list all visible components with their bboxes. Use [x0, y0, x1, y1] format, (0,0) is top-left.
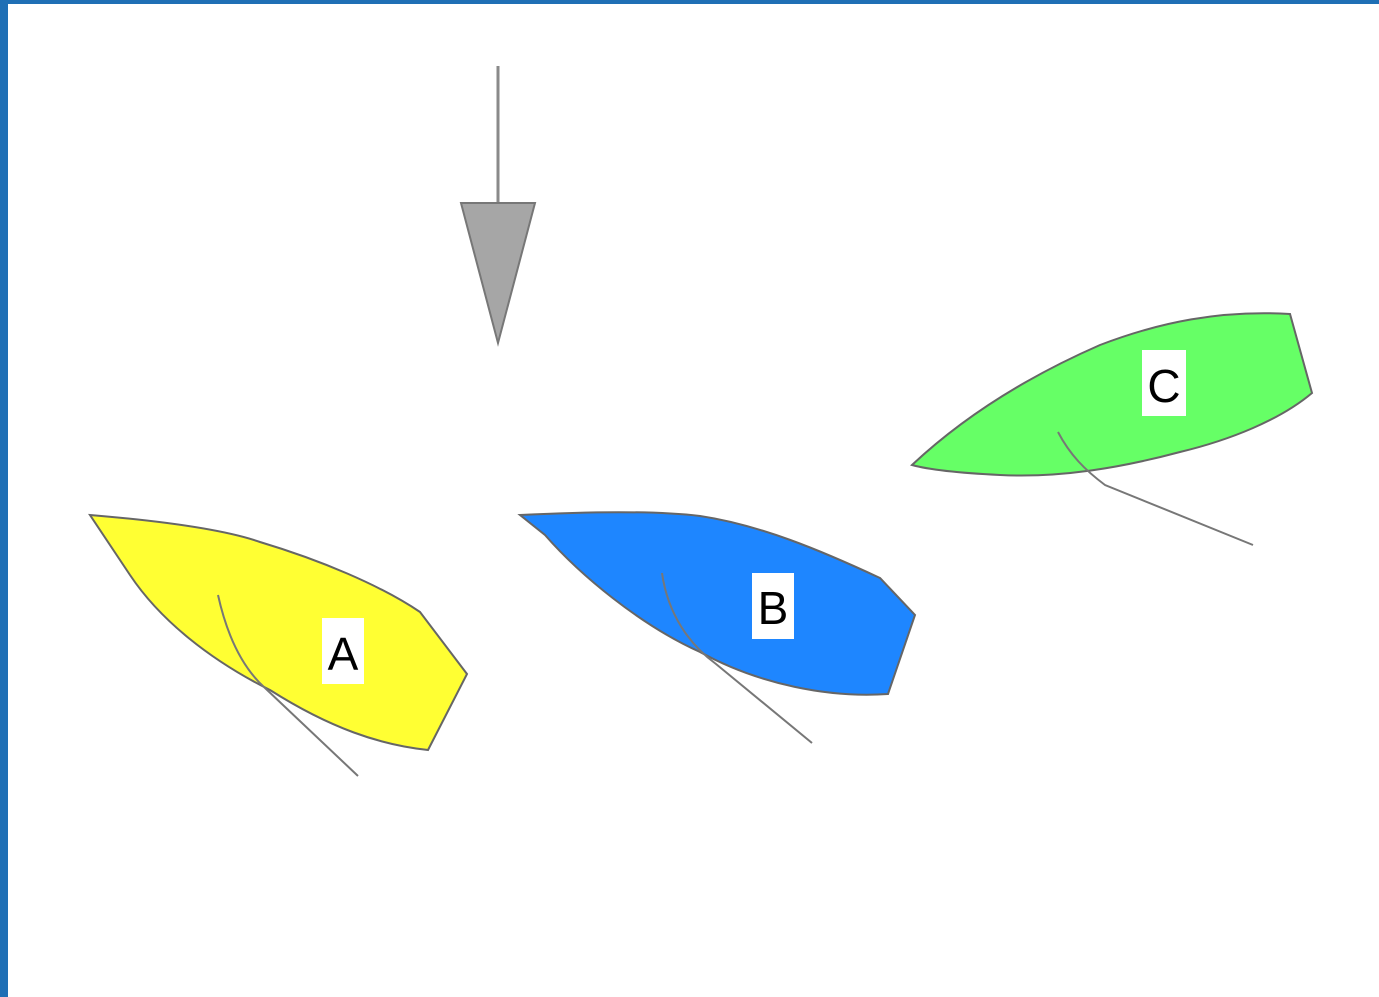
boat-a-hull-icon: [88, 513, 469, 752]
boat-c-label-background: [1142, 350, 1186, 416]
boat-c-label: C: [1147, 360, 1180, 412]
boat-b-sail-line: [661, 572, 813, 744]
boat-b-hull-icon: [517, 511, 917, 696]
wind-arrow-head: [459, 202, 537, 347]
boat-a: A: [88, 513, 469, 777]
boat-a-label-background: [322, 618, 364, 684]
boat-c-sail-line: [1057, 431, 1254, 546]
wind-direction-arrow-icon: [459, 66, 537, 347]
boat-c: C: [910, 312, 1314, 546]
boat-b: B: [517, 511, 917, 744]
boat-a-sail-line: [217, 594, 359, 777]
boat-b-label-background: [752, 573, 794, 639]
boat-c-hull-icon: [910, 312, 1314, 477]
boat-b-label: B: [758, 582, 789, 634]
boat-a-label: A: [328, 628, 359, 680]
